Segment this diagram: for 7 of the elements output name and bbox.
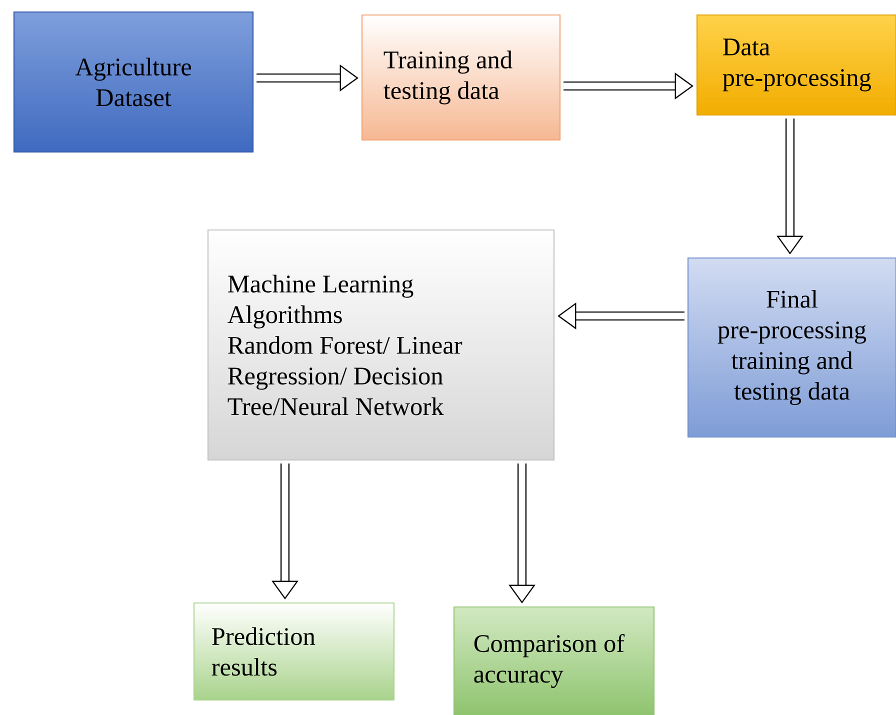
process-box: Final pre-processing training and testing data: [687, 257, 896, 438]
process-box: Machine Learning Algorithms Random Forest/ Linear Regression/ Decision Tree/Neural Network: [207, 229, 555, 461]
process-box: Data pre-processing: [696, 14, 896, 116]
process-box: Training and testing data: [361, 14, 561, 141]
result-box: Prediction results: [193, 602, 395, 701]
process-box: Agriculture Dataset: [13, 11, 254, 153]
result-box: Comparison of accuracy: [453, 606, 655, 715]
